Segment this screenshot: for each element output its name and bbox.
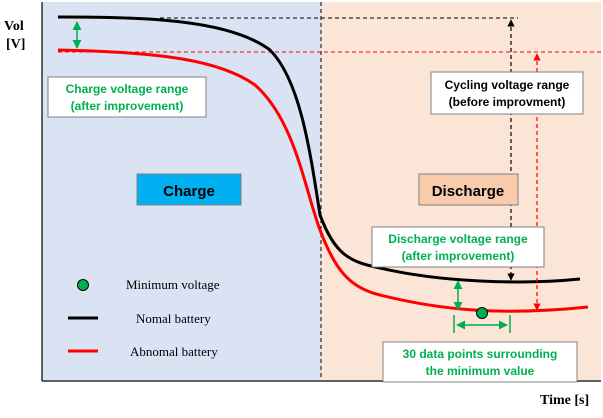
x-axis-label: Time [s]	[540, 393, 589, 408]
charge-range-line1: Charge voltage range	[66, 82, 189, 96]
legend-minimum-marker	[77, 279, 89, 291]
cycling-range-line1: Cycling voltage range	[445, 78, 570, 92]
charge-label-box	[136, 173, 242, 206]
data-points-line2: the minimum value	[426, 364, 535, 378]
discharge-range-line1: Discharge voltage range	[388, 232, 528, 246]
normal-battery-curve	[57, 15, 581, 284]
cycling-range-line2: (before improvment)	[449, 95, 566, 109]
discharge-range-line2: (after improvement)	[402, 249, 515, 263]
legend-minimum-label: Minimum voltage	[126, 277, 220, 292]
cycling-range-box	[430, 71, 584, 115]
abnormal-battery-curve	[57, 48, 589, 313]
legend-abnormal-label: Abnomal battery	[130, 344, 218, 359]
discharge-label: Discharge	[432, 183, 505, 200]
y-axis-label-line2: [V]	[6, 37, 25, 52]
data-points-box	[382, 341, 578, 383]
data-points-line1: 30 data points surrounding	[403, 347, 558, 361]
discharge-range-box	[371, 226, 545, 268]
y-axis-label-line1: Vol	[4, 19, 24, 34]
minimum-voltage-marker	[476, 307, 488, 319]
discharge-label-box	[418, 173, 519, 206]
legend-normal-label: Nomal battery	[136, 311, 211, 326]
charge-range-line2: (after improvement)	[71, 99, 184, 113]
charge-label: Charge	[163, 183, 215, 200]
charge-range-box	[47, 76, 207, 118]
